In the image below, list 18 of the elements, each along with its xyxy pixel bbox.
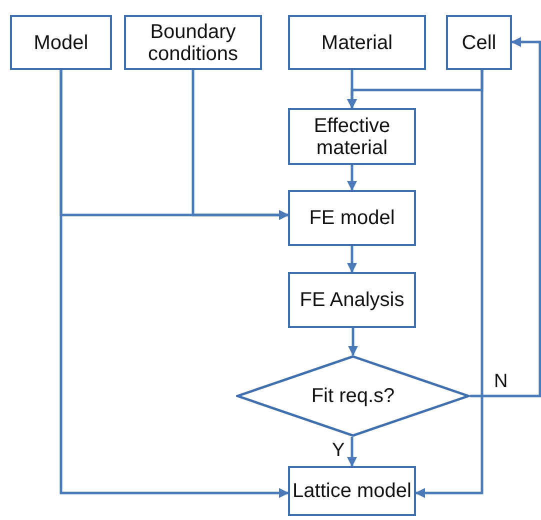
arrow	[470, 37, 541, 398]
arrow	[415, 70, 484, 498]
arrow	[60, 70, 289, 498]
arrow	[347, 437, 357, 467]
decision-diamond	[236, 355, 470, 437]
process-box: FE model	[288, 190, 416, 246]
process-box: Effective material	[288, 108, 416, 165]
process-box: Cell	[446, 15, 512, 70]
arrow	[192, 70, 289, 220]
arrow	[348, 328, 358, 356]
process-box: Model	[10, 15, 112, 70]
process-box: Boundary conditions	[124, 15, 262, 70]
arrow	[347, 165, 357, 191]
process-box: Material	[288, 15, 426, 70]
process-box: Lattice model	[288, 466, 416, 516]
arrow	[347, 246, 357, 273]
decision-text: Fit req.s?	[311, 385, 395, 407]
process-box: FE Analysis	[288, 272, 416, 328]
